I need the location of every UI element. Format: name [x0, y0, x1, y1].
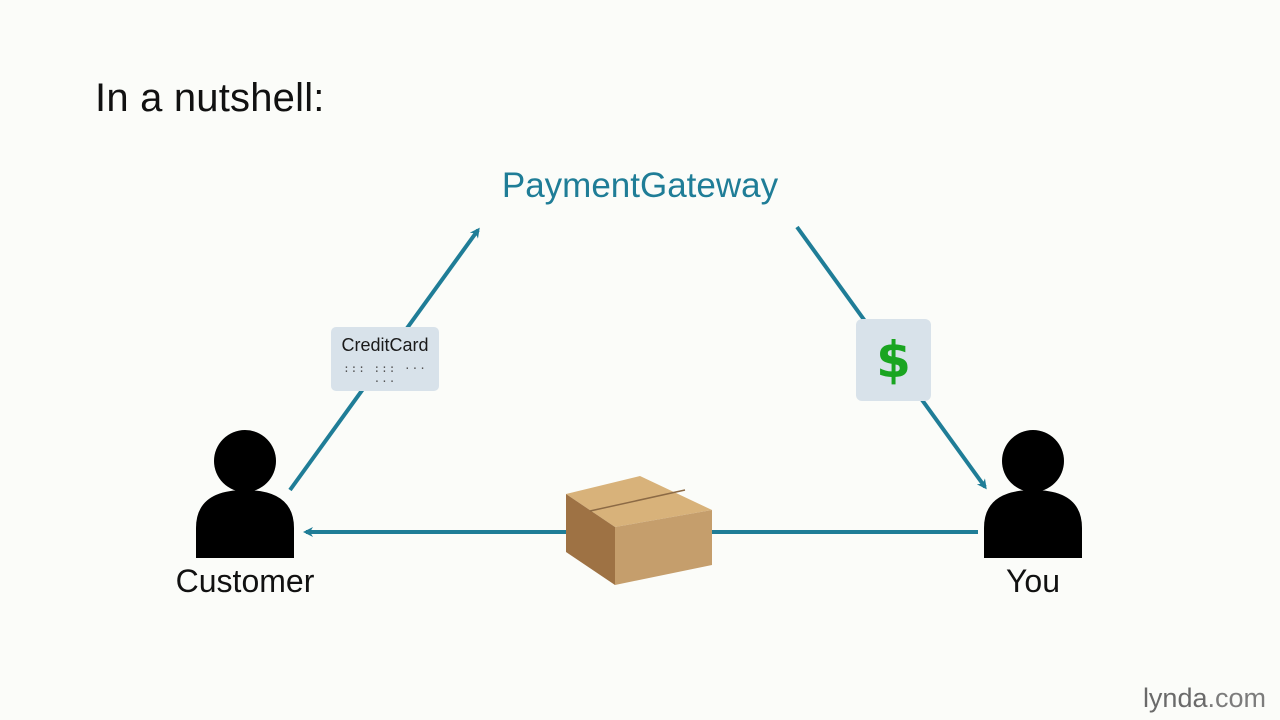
brand-logo: lynda.com	[1143, 683, 1266, 714]
credit-card-number-mask: ::: ::: ··· ···	[343, 362, 427, 388]
person-icon	[984, 430, 1082, 558]
brand-suffix: .com	[1207, 683, 1266, 713]
payment-gateway-label: PaymentGateway	[501, 166, 779, 205]
dollar-icon: $	[856, 319, 931, 401]
package-box-icon	[566, 476, 712, 585]
you-label: You	[1006, 563, 1060, 599]
person-icon	[196, 430, 294, 558]
customer-label: Customer	[175, 563, 315, 599]
brand-name: lynda	[1142, 683, 1208, 713]
credit-card-label: CreditCard	[341, 335, 429, 355]
slide-title: In a nutshell:	[95, 76, 325, 120]
credit-card-icon: CreditCard ::: ::: ··· ···	[331, 327, 439, 391]
dollar-symbol: $	[876, 331, 911, 389]
